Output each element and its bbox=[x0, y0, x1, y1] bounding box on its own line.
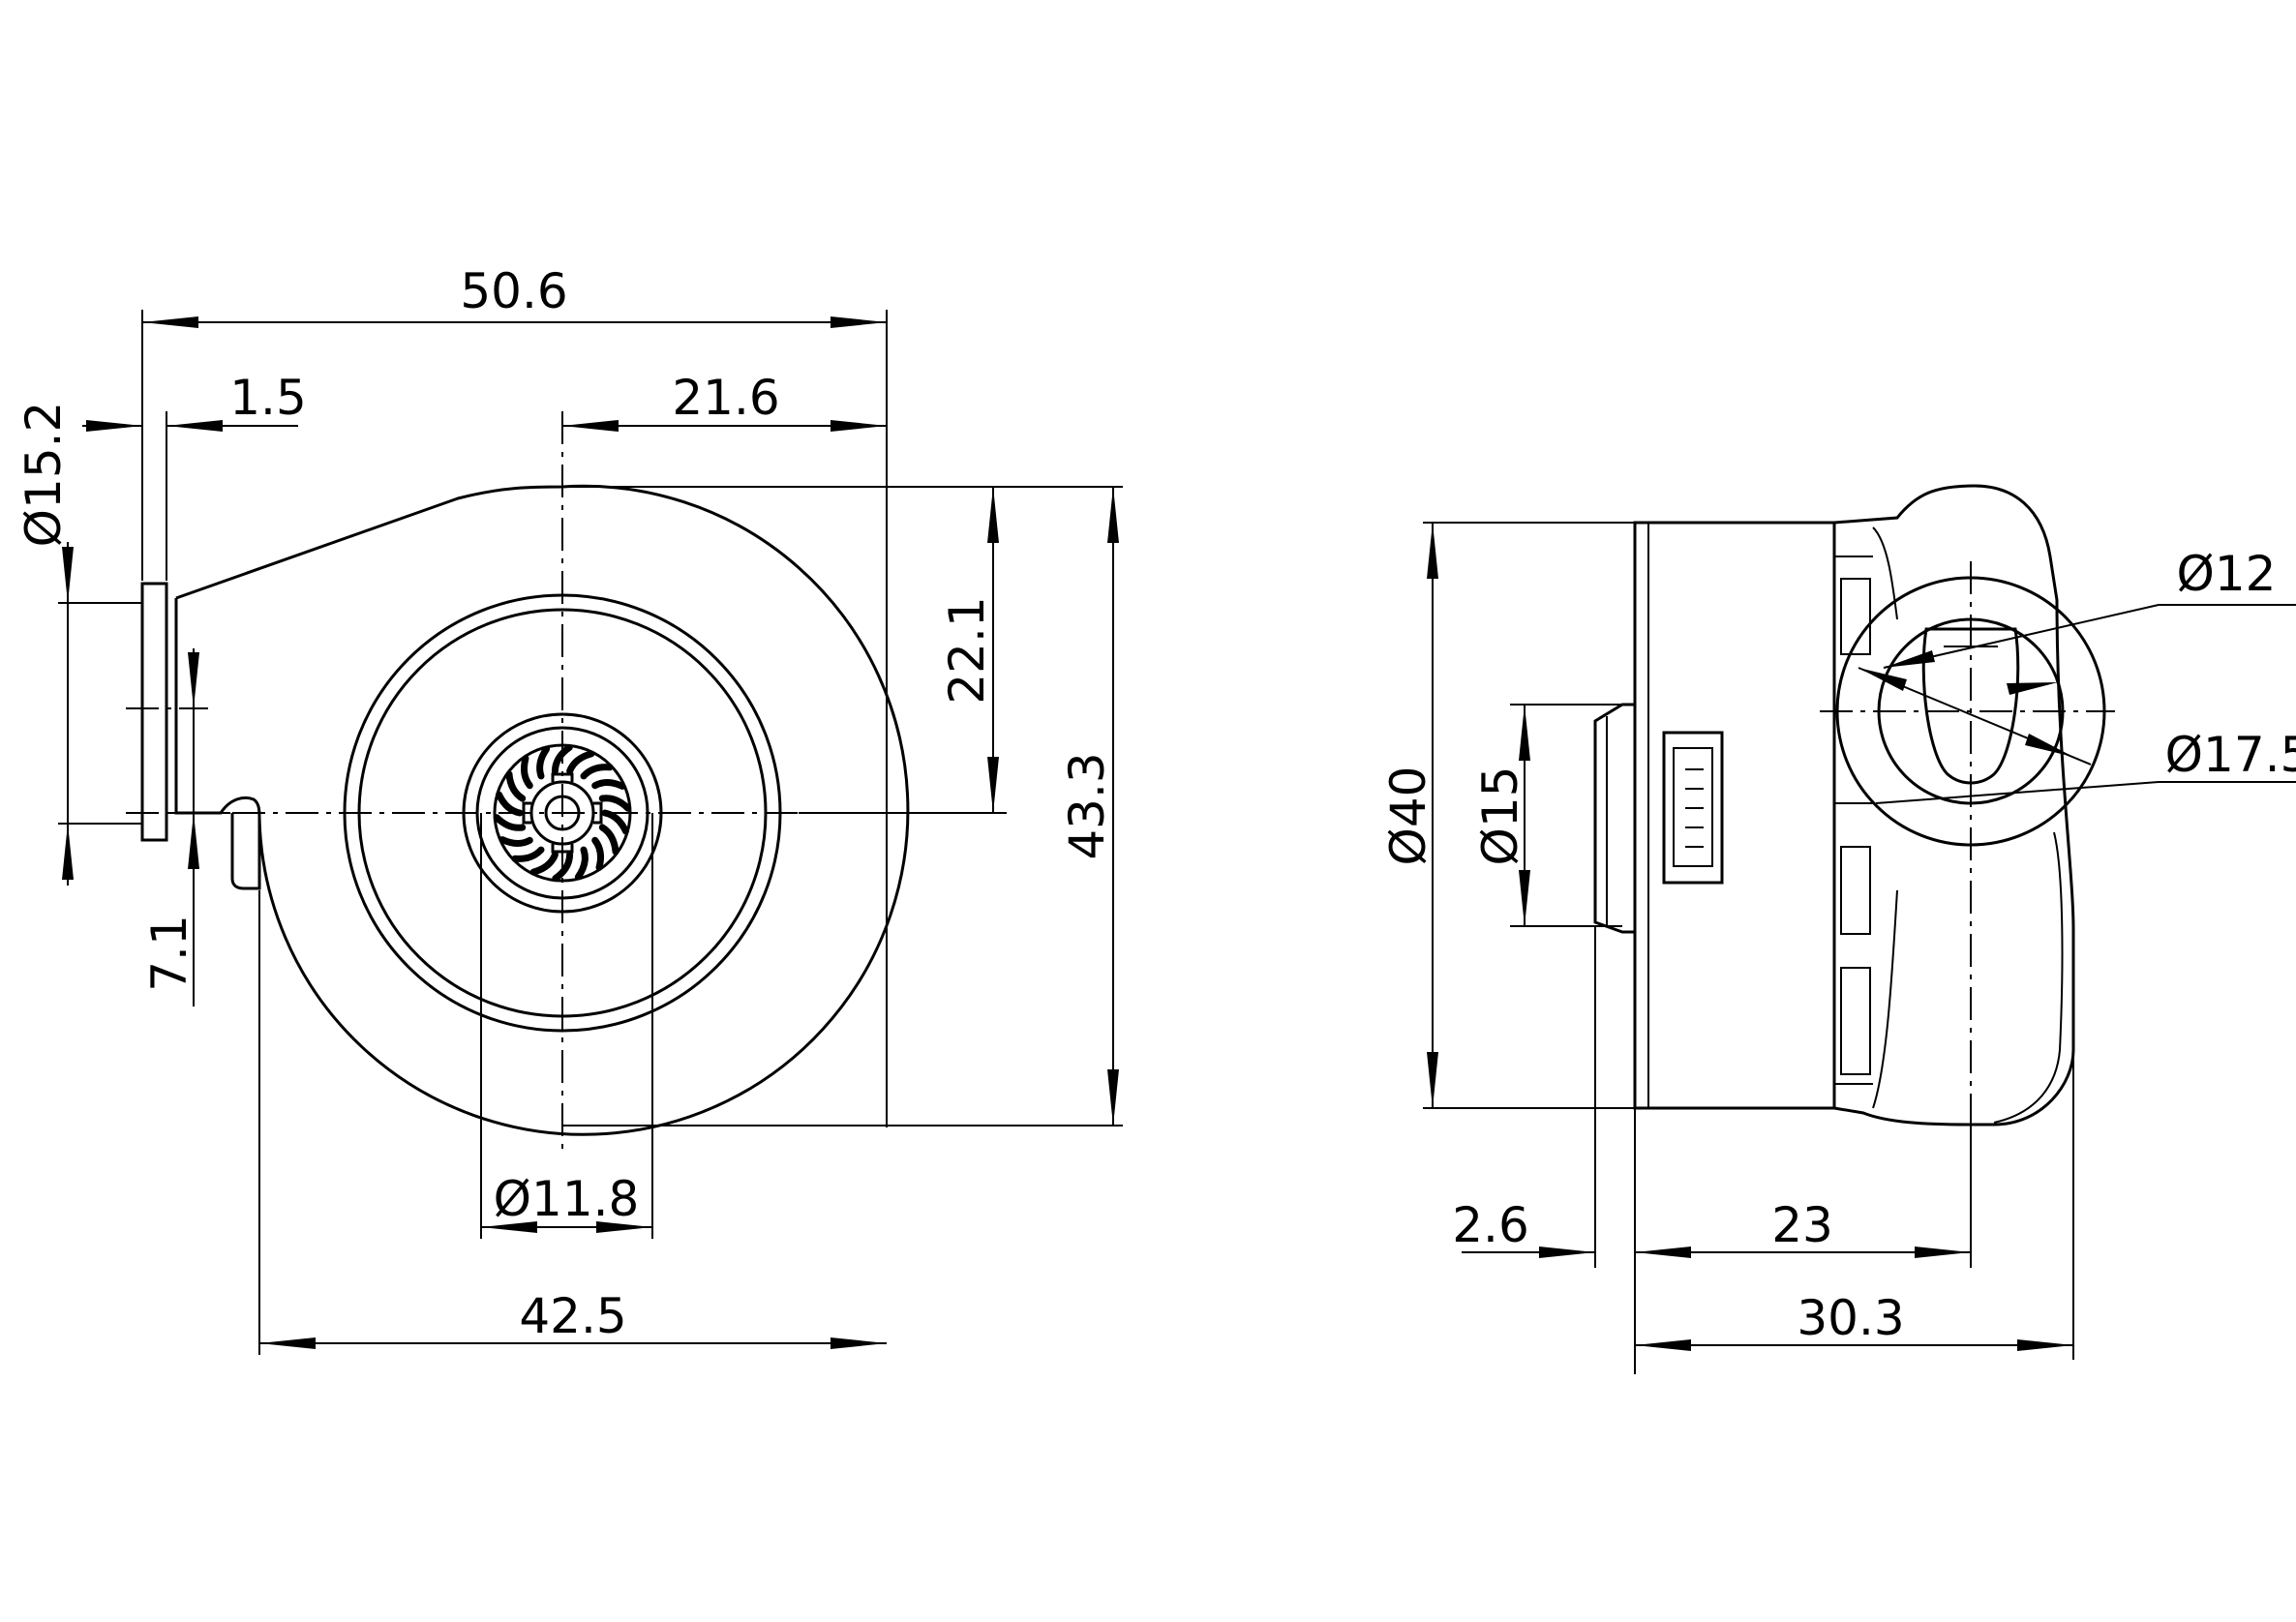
inlet-outer-circle bbox=[1835, 576, 2106, 847]
dim-center-to-top: 22.1 bbox=[562, 486, 1123, 814]
inlet-ring-outer bbox=[343, 593, 782, 1033]
impeller-outer bbox=[462, 712, 663, 914]
impeller-blade bbox=[598, 824, 619, 856]
impeller-blade bbox=[591, 779, 626, 790]
impeller-blade bbox=[566, 750, 595, 775]
dim-overall-height: 43.3 bbox=[562, 487, 1123, 1126]
mounting-lug bbox=[230, 813, 261, 890]
dim-overall-length: 30.3 bbox=[1635, 929, 2074, 1360]
dim-inlet-outer-diameter: Ø17.5 bbox=[1858, 667, 2296, 804]
side-view: Ø40 Ø15 Ø12 Ø17.5 bbox=[1380, 484, 2296, 1374]
dim-boss-diameter-text: Ø15 bbox=[1472, 766, 1528, 866]
impeller-blade bbox=[498, 836, 533, 847]
dim-inlet-outer-diameter-text: Ø17.5 bbox=[2165, 727, 2296, 783]
impeller-blade bbox=[552, 851, 574, 883]
housing-slots bbox=[1834, 556, 1873, 1085]
dim-body-width: 42.5 bbox=[258, 890, 887, 1355]
scroll-housing-outline bbox=[175, 484, 910, 1136]
impeller-blade bbox=[601, 809, 629, 835]
dim-body-length: 23 bbox=[1771, 1123, 1972, 1268]
dim-boss-length: 2.6 bbox=[1452, 926, 1971, 1374]
dim-flange-thickness-text: 1.5 bbox=[229, 370, 307, 426]
dim-outlet-offset-text: 21.6 bbox=[672, 370, 779, 426]
impeller-blades bbox=[493, 743, 632, 883]
hub-inner bbox=[544, 795, 581, 831]
dim-outlet-offset: 21.6 bbox=[562, 370, 887, 432]
impeller-blade bbox=[591, 836, 605, 871]
dim-body-length-text: 23 bbox=[1771, 1197, 1833, 1253]
impeller-blade bbox=[598, 795, 632, 812]
impeller-blade bbox=[580, 764, 614, 780]
front-view: 50.6 1.5 21.6 Ø15.2 bbox=[15, 263, 1123, 1355]
dim-body-diameter-text: Ø40 bbox=[1380, 766, 1436, 866]
impeller-blade bbox=[574, 846, 589, 881]
motor-body bbox=[1633, 521, 1836, 1110]
hub-keys bbox=[522, 772, 603, 854]
dim-boss-length-text: 2.6 bbox=[1452, 1197, 1529, 1253]
front-boss bbox=[1593, 703, 1635, 934]
dim-body-diameter: Ø40 bbox=[1380, 522, 1635, 1109]
dim-inlet-inner-diameter: Ø12 bbox=[1883, 546, 2296, 695]
inlet-throat bbox=[1921, 627, 2020, 785]
dim-flange-thickness: 1.5 bbox=[82, 370, 307, 581]
dim-lug-height-text: 7.1 bbox=[141, 915, 197, 992]
dim-overall-height-text: 43.3 bbox=[1059, 752, 1115, 859]
hub-outer bbox=[529, 780, 595, 846]
inlet-ring-inner bbox=[357, 608, 768, 1018]
dim-outlet-diameter: Ø15.2 bbox=[15, 402, 142, 886]
fan-housing-inner bbox=[1872, 526, 2064, 1124]
impeller-blade bbox=[511, 846, 545, 862]
dim-inlet-inner-diameter-text: Ø12 bbox=[2177, 546, 2277, 602]
dim-boss-diameter: Ø15 bbox=[1472, 704, 1622, 927]
impeller-blade bbox=[536, 745, 551, 780]
dim-lug-height: 7.1 bbox=[141, 648, 230, 1006]
inlet-inner-circle bbox=[1877, 617, 2065, 805]
impeller-blade bbox=[493, 814, 527, 831]
impeller-blade bbox=[520, 755, 533, 790]
dim-hub-diameter-text: Ø11.8 bbox=[494, 1171, 640, 1227]
dim-center-to-top-text: 22.1 bbox=[939, 596, 995, 704]
impeller-blade bbox=[496, 791, 524, 817]
dim-body-width-text: 42.5 bbox=[519, 1288, 626, 1344]
dim-overall-width: 50.6 bbox=[141, 263, 888, 1127]
impeller-rim bbox=[475, 726, 650, 900]
dim-overall-width-text: 50.6 bbox=[460, 263, 567, 319]
impeller-blade bbox=[529, 851, 559, 876]
impeller-blade bbox=[551, 743, 573, 775]
dim-overall-length-text: 30.3 bbox=[1797, 1290, 1904, 1346]
dim-outlet-diameter-text: Ø15.2 bbox=[15, 402, 72, 548]
connector bbox=[1662, 731, 1724, 885]
outlet-neck bbox=[174, 598, 261, 819]
outlet-flange bbox=[140, 582, 168, 842]
impeller-blade-circle bbox=[493, 743, 632, 883]
dim-hub-diameter: Ø11.8 bbox=[480, 813, 653, 1239]
impeller-blade bbox=[505, 770, 527, 802]
